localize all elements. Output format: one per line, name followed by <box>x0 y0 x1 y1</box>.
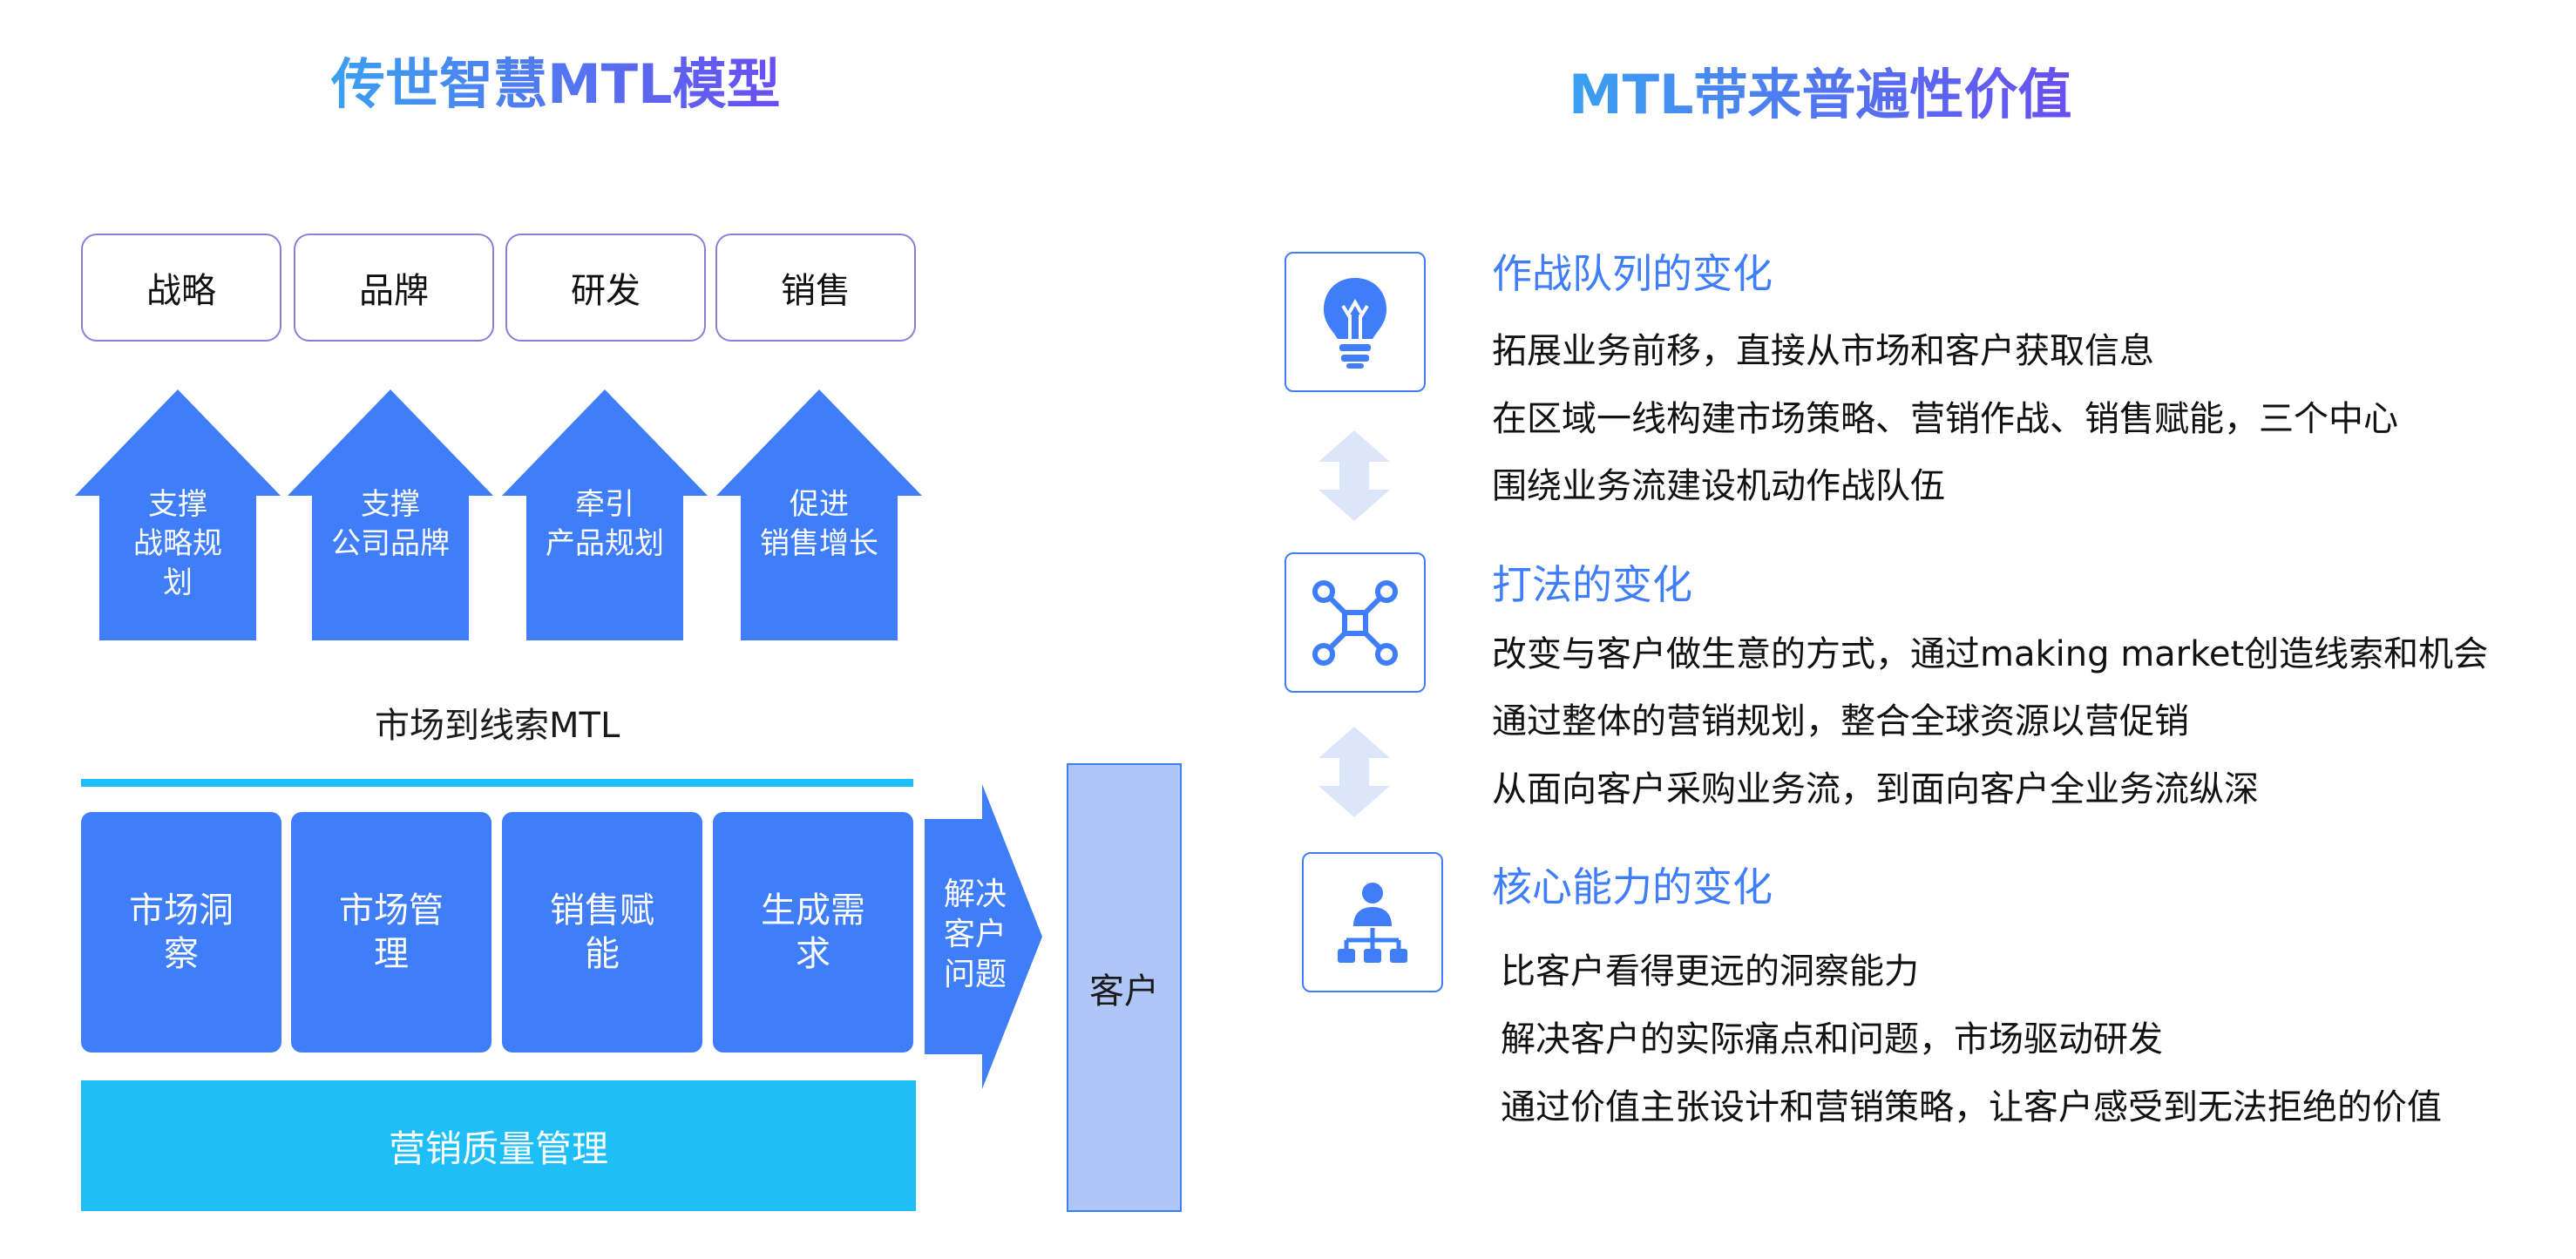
right-title: MTL带来普遍性价值 <box>1569 51 2072 129</box>
section-line: 在区域一线构建市场策略、营销作战、销售赋能，三个中心 <box>1492 399 2398 439</box>
up-arrow-shape <box>288 389 493 640</box>
cell-line: 理 <box>374 934 409 974</box>
section-line: 解决客户的实际痛点和问题，市场驱动研发 <box>1501 1019 2163 1059</box>
cell-line: 求 <box>796 934 830 974</box>
process-cell-management: 市场管理 <box>291 812 491 1053</box>
section-line: 通过整体的营销规划，整合全球资源以营促销 <box>1492 701 2189 741</box>
top-box-sales: 销售 <box>715 234 916 342</box>
arrow-label-line: 支撑 <box>361 487 420 522</box>
up-arrow-shape <box>716 389 922 640</box>
right-arrow-shape <box>925 784 1042 1089</box>
section-title: 打法的变化 <box>1492 561 1692 608</box>
up-arrow-shape <box>75 389 281 640</box>
top-box-brand: 品牌 <box>294 234 494 342</box>
solve-label-line: 问题 <box>943 957 1007 992</box>
double-arrow-icon <box>1319 727 1390 817</box>
process-cell-demand: 生成需求 <box>713 812 913 1053</box>
cell-line: 生成需 <box>761 890 865 931</box>
top-box-rnd: 研发 <box>505 234 706 342</box>
arrow-label-line: 支撑 <box>148 487 207 522</box>
section-line: 拓展业务前移，直接从市场和客户获取信息 <box>1492 331 2154 371</box>
section-line: 通过价值主张设计和营销策略，让客户感受到无法拒绝的价值 <box>1501 1087 2442 1127</box>
arrow-label-line: 牵引 <box>575 487 634 522</box>
cell-line: 市场洞 <box>129 890 234 931</box>
lightbulb-icon <box>1324 277 1386 369</box>
left-title: 传世智慧MTL模型 <box>331 40 781 118</box>
section-icon-box <box>1302 852 1443 992</box>
section-icon-box <box>1285 252 1426 392</box>
top-box-strategy: 战略 <box>81 234 281 342</box>
up-arrow-brand: 支撑 公司品牌 <box>288 389 493 640</box>
up-arrow-rnd: 牵引 产品规划 <box>502 389 708 640</box>
quality-bar: 营销质量管理 <box>81 1080 916 1211</box>
arrow-label-line: 划 <box>163 565 193 600</box>
section-line: 比客户看得更远的洞察能力 <box>1501 951 1919 992</box>
arrow-label-line: 产品规划 <box>546 526 664 561</box>
org-chart-icon <box>1338 882 1407 963</box>
section-title: 核心能力的变化 <box>1492 863 1773 910</box>
arrow-label-line: 促进 <box>790 487 849 522</box>
mtl-label: 市场到线索MTL <box>375 706 620 746</box>
arrow-label-line: 销售增长 <box>760 526 878 561</box>
section-title: 作战队列的变化 <box>1492 250 1773 297</box>
solve-arrow: 解决 客户 问题 <box>925 784 1042 1089</box>
process-cell-insight: 市场洞察 <box>81 812 281 1053</box>
network-icon <box>1312 579 1398 666</box>
up-arrow-sales: 促进 销售增长 <box>716 389 922 640</box>
section-line: 围绕业务流建设机动作战队伍 <box>1492 466 1945 506</box>
section-line: 改变与客户做生意的方式，通过making market创造线索和机会 <box>1492 634 2489 674</box>
section-icon-box <box>1285 552 1426 693</box>
arrow-label-line: 战略规 <box>133 526 222 561</box>
double-arrow-icon <box>1319 430 1390 521</box>
cell-line: 销售赋 <box>550 890 654 931</box>
section-line: 从面向客户采购业务流，到面向客户全业务流纵深 <box>1492 769 2259 809</box>
process-cell-enablement: 销售赋能 <box>502 812 702 1053</box>
mtl-divider <box>81 779 913 787</box>
up-arrow-shape <box>502 389 708 640</box>
cell-line: 市场管 <box>339 890 444 931</box>
up-arrow-strategy: 支撑 战略规 划 <box>75 389 281 640</box>
arrow-label-line: 公司品牌 <box>331 526 450 561</box>
cell-line: 能 <box>585 934 620 974</box>
cell-line: 察 <box>164 934 199 974</box>
solve-label-line: 客户 <box>943 917 1007 952</box>
customer-box: 客户 <box>1067 763 1182 1212</box>
solve-label-line: 解决 <box>943 877 1007 912</box>
